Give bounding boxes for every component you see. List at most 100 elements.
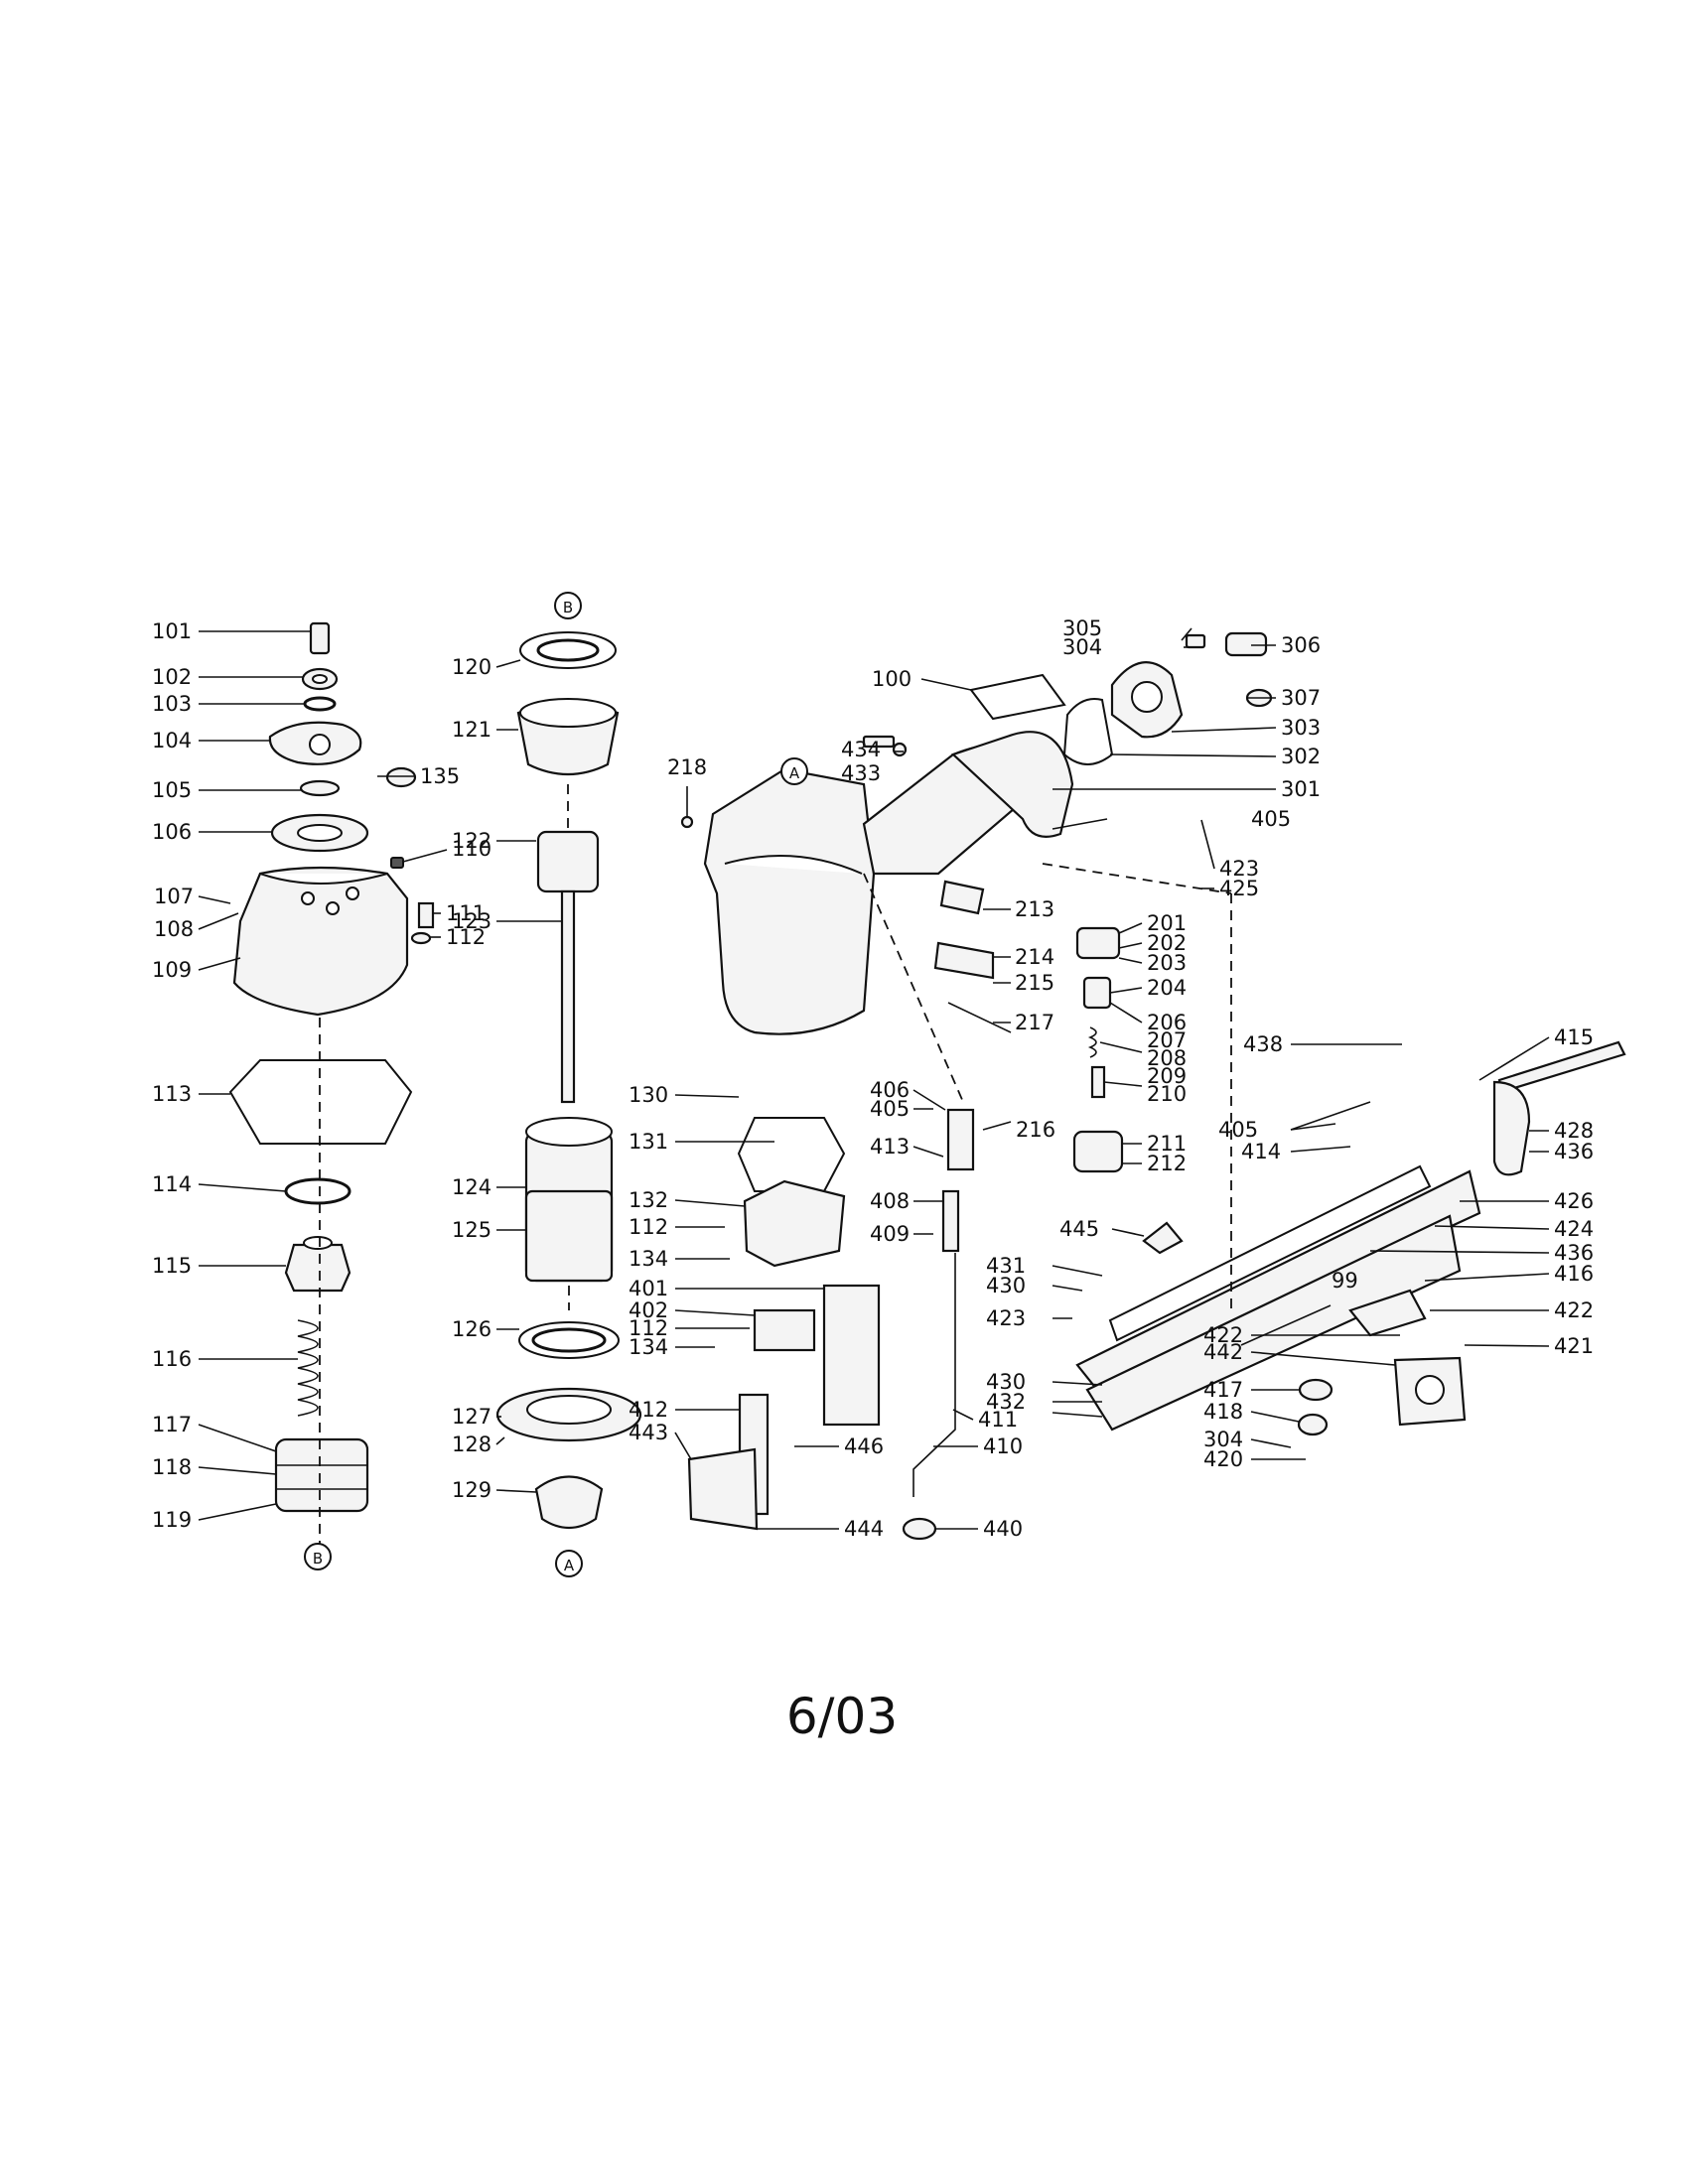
callout-label: 422 <box>1554 1298 1594 1322</box>
callout-label: 134 <box>629 1247 668 1271</box>
callout-label: 203 <box>1147 951 1187 975</box>
callout-label: 100 <box>872 667 912 691</box>
svg-text:A: A <box>789 764 800 782</box>
callout-label: 411 <box>978 1408 1018 1432</box>
callout-label: 211 <box>1147 1132 1187 1156</box>
callout-label: 209 <box>1147 1064 1187 1088</box>
callout-label: 108 <box>154 917 194 941</box>
callout-label: 214 <box>1015 945 1054 969</box>
callout-label: 409 <box>870 1222 910 1246</box>
callout-label: 104 <box>152 729 192 752</box>
magazine-assembly <box>1042 863 1626 1436</box>
callout-label: 126 <box>452 1317 491 1341</box>
callout-label: 423 <box>986 1306 1026 1330</box>
callout-label: 301 <box>1281 777 1321 801</box>
callout-label: 428 <box>1554 1119 1594 1143</box>
callout-label: 202 <box>1147 931 1187 955</box>
callout-label: 114 <box>152 1172 192 1196</box>
callout-label: 434 <box>841 738 881 761</box>
callout-label: 430 <box>986 1370 1026 1394</box>
svg-text:A: A <box>564 1557 575 1574</box>
callout-label: 416 <box>1554 1262 1594 1286</box>
callout-label: 433 <box>841 761 881 785</box>
callout-labels: 101 102 103 104 105 106 107 108 109 113 … <box>152 616 1594 1541</box>
callout-label: 412 <box>629 1398 668 1422</box>
svg-text:B: B <box>563 599 573 616</box>
callout-label: 305 <box>1062 616 1102 640</box>
callout-label: 131 <box>629 1130 668 1154</box>
callout-label: 127 <box>452 1405 491 1429</box>
callout-label: 208 <box>1147 1046 1187 1070</box>
cylinder-assembly <box>495 631 642 1530</box>
callout-label: 218 <box>667 755 707 779</box>
callout-label: 212 <box>1147 1152 1187 1175</box>
callout-label: 405 <box>1218 1118 1258 1142</box>
callout-label: 401 <box>629 1277 668 1300</box>
callout-label: 423 <box>1219 857 1259 881</box>
callout-label: 415 <box>1554 1025 1594 1049</box>
callout-label: 217 <box>1015 1011 1054 1034</box>
callout-label: 111 <box>446 901 486 925</box>
callout-label: 405 <box>870 1097 910 1121</box>
callout-label: 112 <box>446 925 486 949</box>
callout-label: 207 <box>1147 1028 1187 1052</box>
callout-label: 406 <box>870 1078 910 1102</box>
callout-label: 410 <box>983 1434 1023 1458</box>
callout-label: 440 <box>983 1517 1023 1541</box>
callout-label: 128 <box>452 1433 491 1456</box>
callout-label: 117 <box>152 1413 192 1436</box>
callout-label: 132 <box>629 1188 668 1212</box>
callout-label: 304 <box>1203 1428 1243 1451</box>
callout-label: 134 <box>629 1335 668 1359</box>
callout-label: 206 <box>1147 1011 1187 1034</box>
callout-label: 307 <box>1281 686 1321 710</box>
callout-label: 425 <box>1219 877 1259 900</box>
callout-label: 414 <box>1241 1140 1281 1163</box>
callout-label: 431 <box>986 1254 1026 1278</box>
callout-label: 436 <box>1554 1241 1594 1265</box>
callout-label: 421 <box>1554 1334 1594 1358</box>
revision-date: 6/03 <box>785 1688 899 1745</box>
callout-label: 115 <box>152 1254 192 1278</box>
callout-label: 430 <box>986 1274 1026 1297</box>
callout-label: 426 <box>1554 1189 1594 1213</box>
callout-label: 113 <box>152 1082 192 1106</box>
callout-label: 135 <box>420 764 460 788</box>
callout-label: 112 <box>629 1316 668 1340</box>
callout-label: 112 <box>629 1215 668 1239</box>
callout-label: 118 <box>152 1455 192 1479</box>
callout-label: 101 <box>152 619 192 643</box>
callout-label: 216 <box>1016 1118 1055 1142</box>
callout-label: 125 <box>452 1218 491 1242</box>
connector-b-top: B <box>554 592 582 619</box>
callout-label: 442 <box>1203 1340 1243 1364</box>
callout-label: 306 <box>1281 633 1321 657</box>
callout-label: 107 <box>154 885 194 908</box>
callout-label: 122 <box>452 829 491 853</box>
connector-a-body: A <box>780 757 808 785</box>
callout-label: 443 <box>629 1421 668 1444</box>
callout-label: 303 <box>1281 716 1321 740</box>
callout-label: 119 <box>152 1508 192 1532</box>
callout-label: 413 <box>870 1135 910 1159</box>
callout-label: 432 <box>986 1390 1026 1414</box>
callout-label: 445 <box>1059 1217 1099 1241</box>
callout-label: 204 <box>1147 976 1187 1000</box>
callout-label: 215 <box>1015 971 1054 995</box>
callout-label: 446 <box>844 1434 884 1458</box>
callout-label: 408 <box>870 1189 910 1213</box>
callout-label: 302 <box>1281 745 1321 768</box>
callout-label: 420 <box>1203 1447 1243 1471</box>
connector-b-bottom: B <box>304 1543 332 1570</box>
svg-text:B: B <box>313 1550 323 1568</box>
callout-label: 103 <box>152 692 192 716</box>
callout-label: 436 <box>1554 1140 1594 1163</box>
callout-label: 124 <box>452 1175 491 1199</box>
callout-label: 418 <box>1203 1400 1243 1424</box>
callout-label: 213 <box>1015 897 1054 921</box>
callout-label: 405 <box>1251 807 1291 831</box>
head-assembly <box>228 621 435 1549</box>
callout-label: 110 <box>452 837 491 861</box>
callout-label: 130 <box>629 1083 668 1107</box>
callout-label: 102 <box>152 665 192 689</box>
